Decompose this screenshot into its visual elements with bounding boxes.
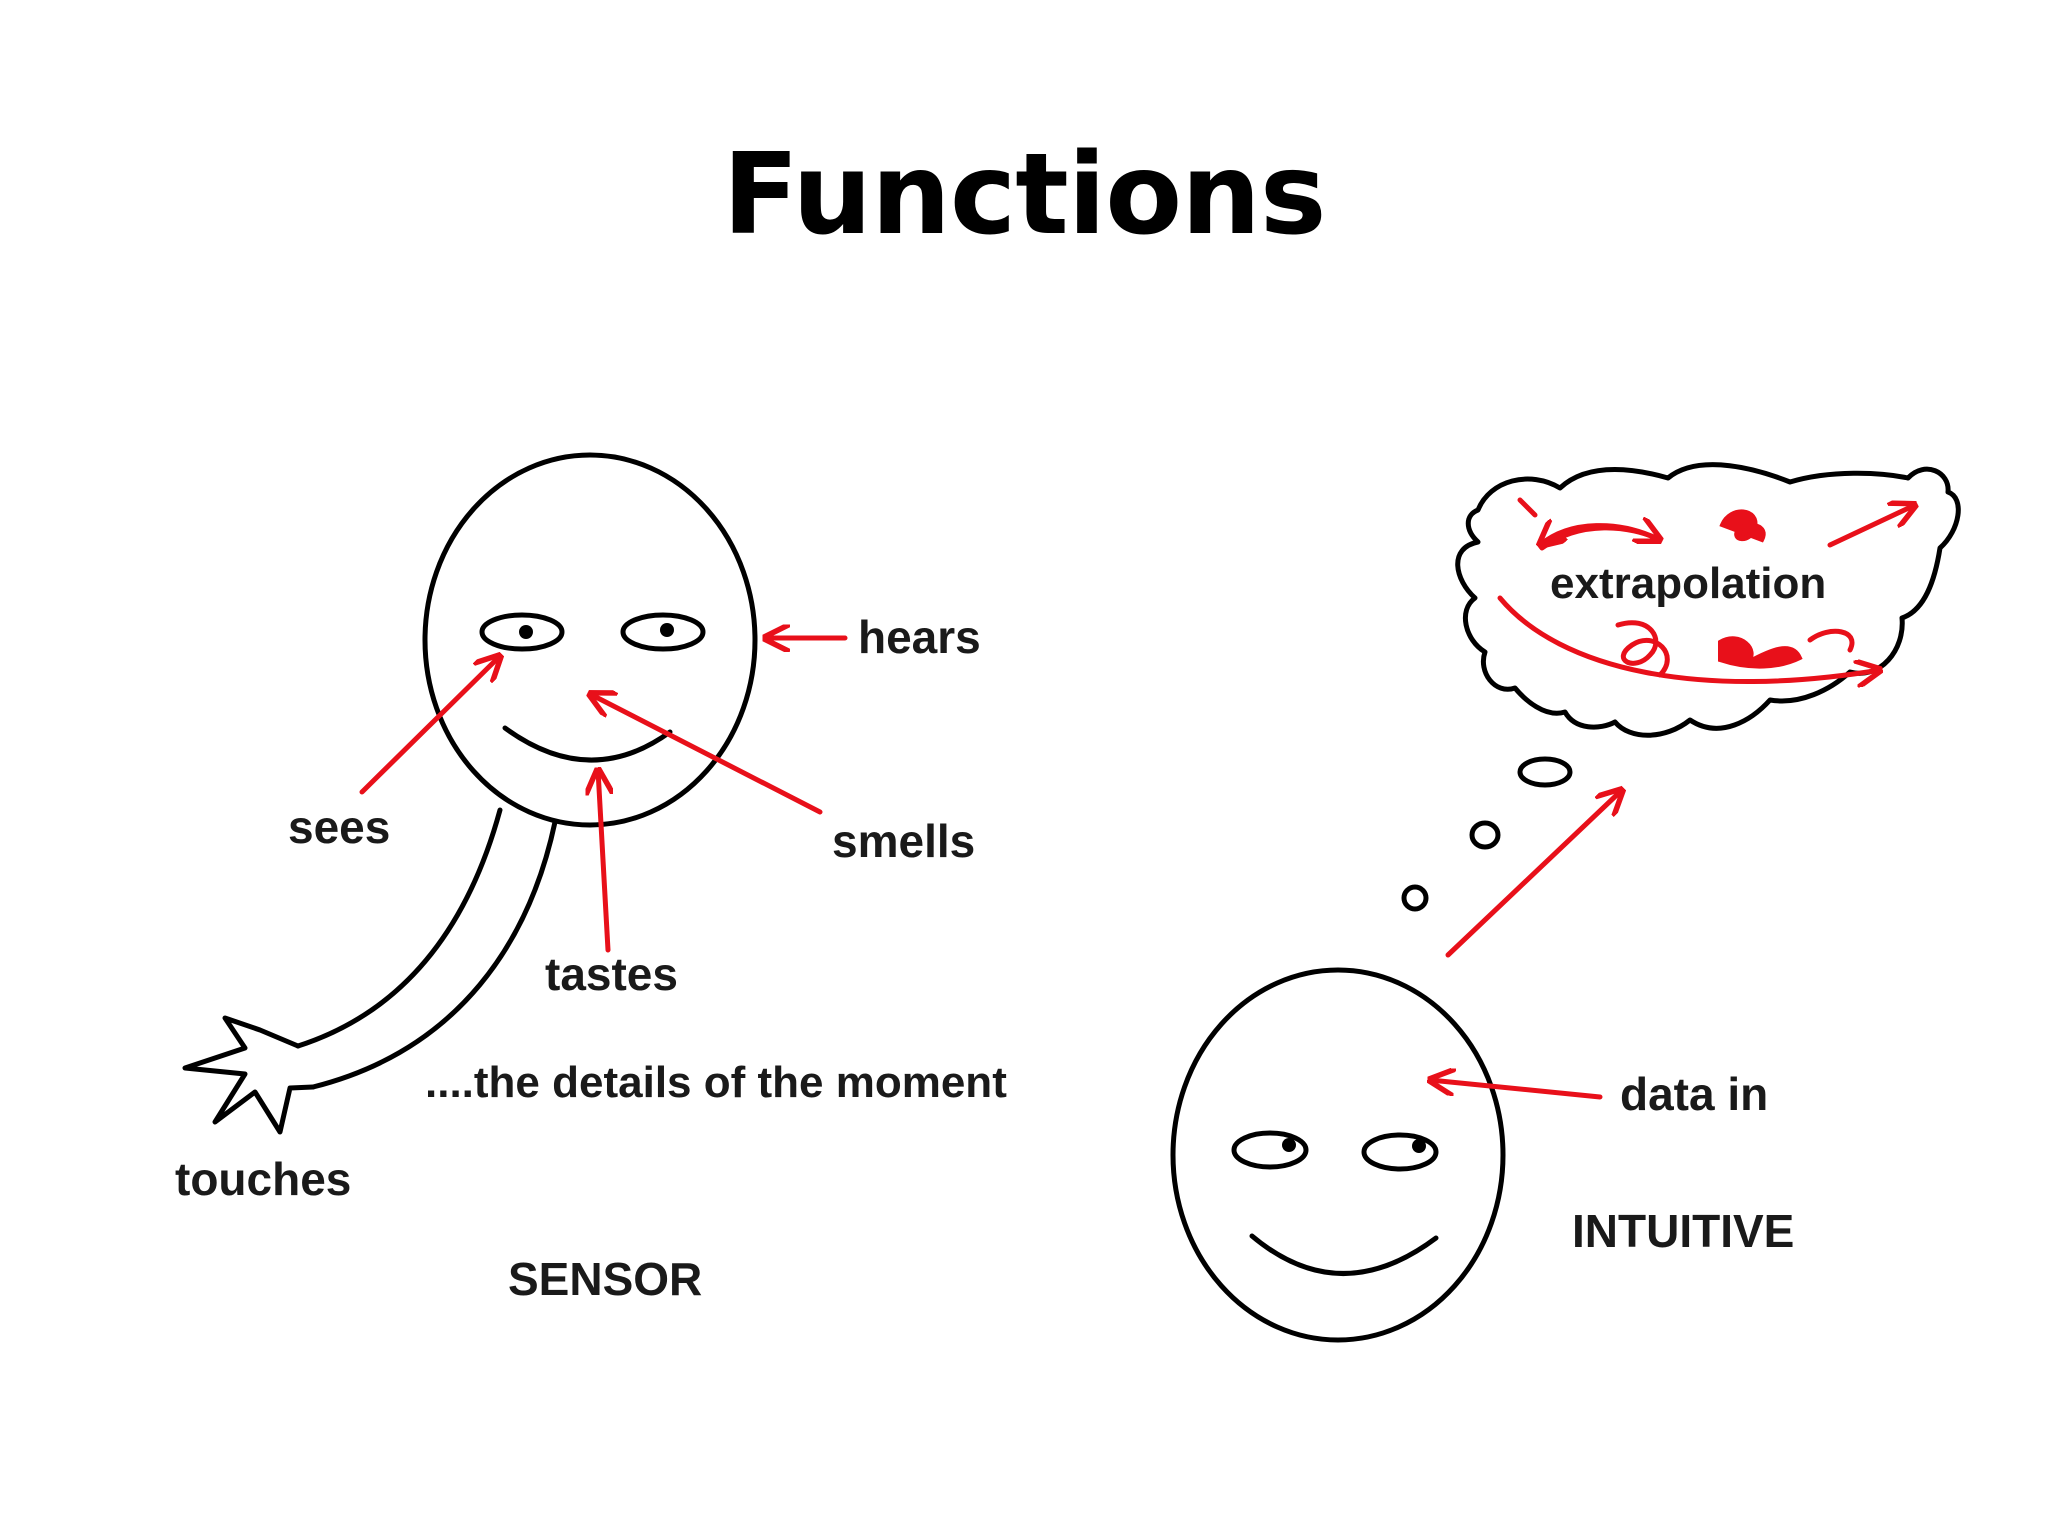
arrow-data-in (1430, 1080, 1603, 1100)
intuitive-left-eye (1231, 1130, 1309, 1170)
sensor-left-pupil (519, 625, 533, 639)
sensor-figure (182, 452, 758, 1135)
arrow-sees (359, 656, 500, 795)
sensor-right-eye (620, 612, 706, 652)
label-details: ....the details of the moment (425, 1058, 1007, 1107)
intuitive-left-pupil (1282, 1138, 1296, 1152)
scribble-top-left (1517, 497, 1538, 518)
scribble-arrow-right (1827, 505, 1915, 548)
scribble-tail (1807, 628, 1855, 653)
label-extrapolation: extrapolation (1550, 559, 1826, 608)
slide-title: Functions (722, 130, 1326, 260)
arrow-smells (590, 694, 823, 815)
scribble-arc-top (1539, 528, 1660, 551)
thought-bubble-medium (1469, 820, 1501, 850)
intuitive-caption: INTUITIVE (1572, 1205, 1794, 1257)
arrow-to-cloud (1445, 790, 1622, 958)
sensor-left-eye (479, 612, 565, 652)
label-data-in: data in (1620, 1068, 1768, 1120)
label-touches: touches (175, 1153, 351, 1205)
sensor-mouth (502, 725, 673, 763)
label-sees: sees (288, 801, 390, 853)
label-smells: smells (832, 815, 975, 867)
touch-burst (182, 1015, 316, 1135)
intuitive-right-pupil (1412, 1139, 1426, 1153)
intuitive-figure (1170, 967, 1506, 1343)
sensor-arm-outer (295, 807, 503, 1049)
scribble-loop-left (1615, 620, 1670, 678)
scribble-arc-bottom (1497, 595, 1880, 682)
scribble-loop-top (1719, 509, 1766, 543)
sensor-caption: SENSOR (508, 1253, 702, 1305)
sensor-head (422, 452, 758, 828)
sensor-arm-inner (310, 819, 558, 1090)
intuitive-head (1170, 967, 1506, 1343)
intuitive-mouth (1249, 1233, 1439, 1276)
label-tastes: tastes (545, 948, 678, 1000)
intuitive-right-eye (1361, 1132, 1439, 1172)
sensor-right-pupil (660, 623, 674, 637)
label-hears: hears (858, 611, 981, 663)
thought-bubble-small (1401, 884, 1429, 912)
scribble-loop-right (1718, 636, 1803, 669)
arrow-tastes (598, 770, 608, 953)
thought-bubble-large (1517, 756, 1573, 788)
